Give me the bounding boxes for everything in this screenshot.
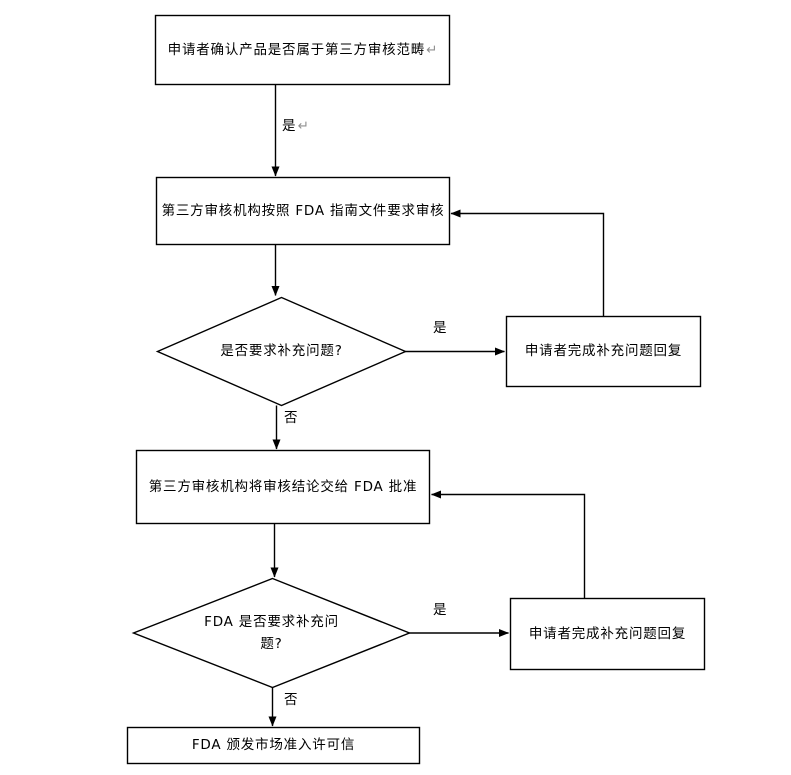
node-confirm-scope-shape [154,14,451,86]
edge-label-yes-2-text: 是 [433,320,447,336]
node-submit-to-fda-shape [135,449,431,525]
connector-feedback-reply2-to-submit [431,490,586,599]
node-fda-need-supplement-text-line1: FDA 是否要求补充问 [204,614,339,630]
node-fda-need-supplement-text-line2: 题? [260,636,283,652]
edge-label-no-1: 否 [284,410,298,426]
edge-label-no-1-text: 否 [284,410,298,426]
node-submit-to-fda-text: 第三方审核机构将审核结论交给 FDA 批准 [148,478,418,495]
node-reply-supplement-2-label: 申请者完成补充问题回复 [510,598,705,670]
node-market-permit-label: FDA 颁发市场准入许可信 [127,727,420,764]
node-need-supplement-diamond [155,296,408,407]
edge-label-yes-3-text: 是 [433,602,447,618]
node-third-party-review-text: 第三方审核机构按照 FDA 指南文件要求审核 [161,202,445,219]
node-confirm-scope-label: 申请者确认产品是否属于第三方审核范畴↵ [155,15,450,85]
node-fda-need-supplement-diamond [131,577,412,689]
edge-label-yes-1-text: 是 [282,118,296,134]
node-submit-to-fda-label: 第三方审核机构将审核结论交给 FDA 批准 [136,450,430,524]
edge-label-no-2: 否 [284,692,298,708]
node-third-party-review-label: 第三方审核机构按照 FDA 指南文件要求审核 [156,177,450,245]
node-third-party-review-shape [155,176,451,246]
node-market-permit-shape [126,726,421,765]
node-reply-supplement-1-label: 申请者完成补充问题回复 [506,316,701,387]
return-mark: ↵ [297,118,309,134]
node-reply-supplement-2-shape [509,597,706,671]
edge-label-yes-2: 是 [433,320,447,336]
edge-label-yes-3: 是 [433,602,447,618]
node-reply-supplement-1-text: 申请者完成补充问题回复 [524,343,683,359]
node-need-supplement-text: 是否要求补充问题? [220,343,343,359]
node-market-permit-text: FDA 颁发市场准入许可信 [191,737,356,753]
edge-label-yes-1: 是↵ [282,118,309,134]
node-reply-supplement-1-shape [505,315,702,388]
node-reply-supplement-2-text: 申请者完成补充问题回复 [528,625,687,642]
edge-label-no-2-text: 否 [284,692,298,708]
node-confirm-scope-text: 申请者确认产品是否属于第三方审核范畴 [167,41,426,58]
node-need-supplement-label: 是否要求补充问题? [157,297,406,406]
return-mark: ↵ [426,41,438,58]
connector-feedback-reply1-to-review [450,209,605,317]
node-fda-need-supplement-label: FDA 是否要求补充问 题? [133,578,410,688]
